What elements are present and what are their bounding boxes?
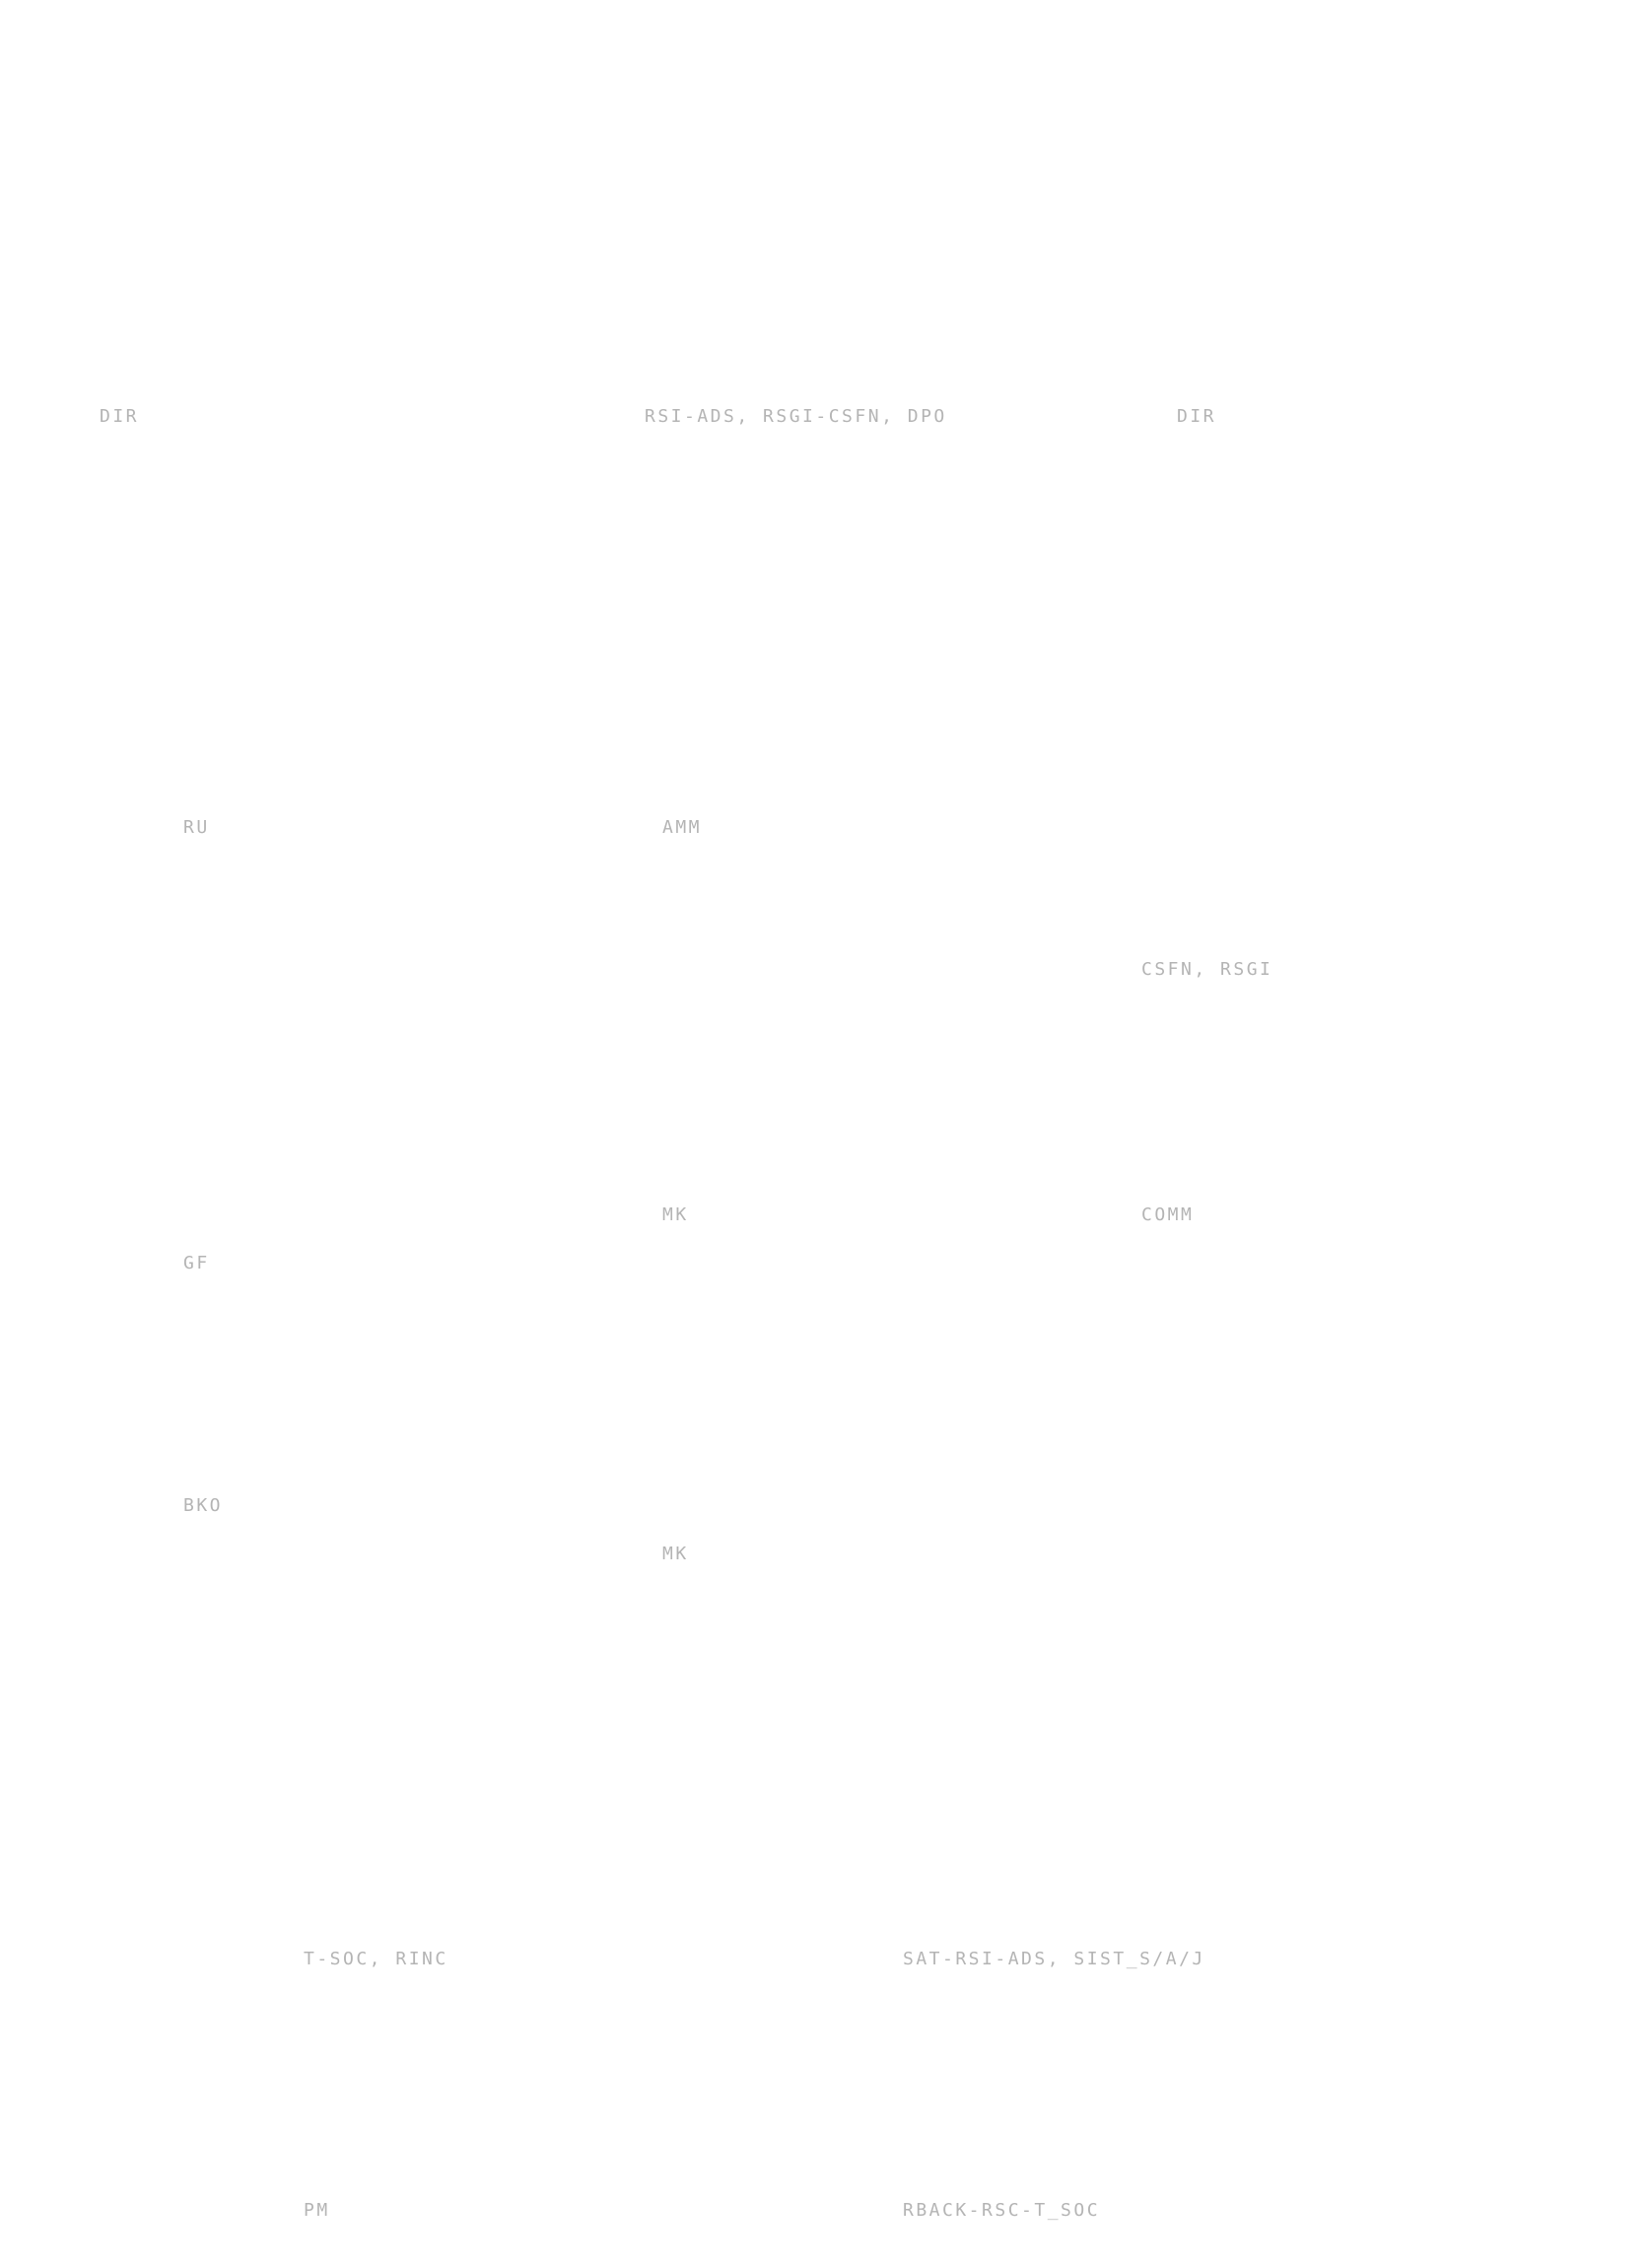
node-label-comm: COMM [1141, 1204, 1195, 1225]
node-label-t-soc-rinc: T-SOC, RINC [304, 1949, 448, 1969]
node-label-rsi-ads-rsgi-csfn-dpo: RSI-ADS, RSGI-CSFN, DPO [645, 406, 947, 427]
node-label-csfn-rsgi: CSFN, RSGI [1141, 959, 1273, 980]
node-label-gf: GF [183, 1253, 210, 1273]
node-label-pm: PM [304, 2200, 330, 2221]
node-label-rback-rsc-t-soc: RBACK-RSC-T_SOC [903, 2200, 1101, 2221]
node-label-amm: AMM [662, 817, 703, 838]
node-label-dir-left: DIR [100, 406, 140, 427]
node-label-sat-rsi-ads-sist: SAT-RSI-ADS, SIST_S/A/J [903, 1949, 1205, 1969]
node-label-dir-right: DIR [1177, 406, 1217, 427]
node-label-mk-upper: MK [662, 1204, 689, 1225]
node-label-ru: RU [183, 817, 210, 838]
node-label-mk-lower: MK [662, 1544, 689, 1564]
node-label-bko: BKO [183, 1495, 224, 1516]
